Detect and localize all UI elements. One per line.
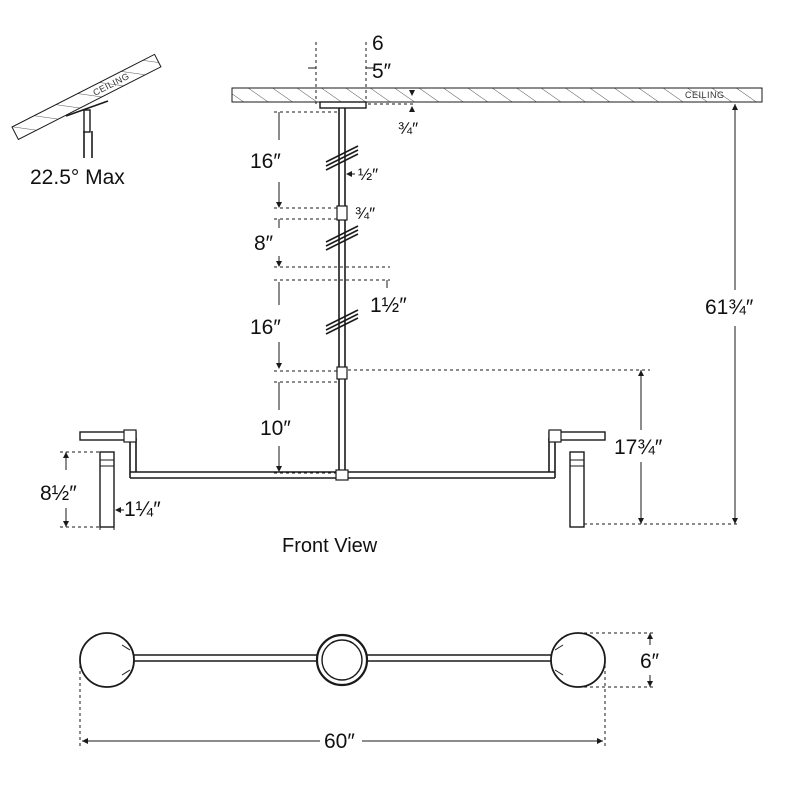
body-height-label: 17¾″: [614, 436, 663, 459]
left-shade: [99, 451, 115, 528]
top-view: [79, 632, 606, 688]
sloped-canopy: [65, 100, 109, 117]
stem-1-label: 16″: [250, 150, 281, 173]
canopy-plate: [319, 101, 367, 109]
overall-width-dimension: 60″: [79, 665, 606, 753]
sloped-ceiling-inset: CEILING 22.5° Max: [11, 53, 162, 189]
globe-diameter-label: 6″: [640, 650, 660, 673]
ceiling-surface: [231, 87, 763, 103]
coupler-1-label: ¾″: [355, 204, 375, 223]
stem-diameter-label: ½″: [358, 165, 378, 184]
stem-coupler-1: [336, 205, 348, 221]
overall-height-dimension: 61¾″: [705, 101, 760, 524]
overall-height-label: 61¾″: [705, 296, 754, 319]
front-view-label: Front View: [282, 535, 378, 557]
overall-width-label: 60″: [324, 730, 355, 753]
slope-max-label: 22.5° Max: [30, 166, 125, 189]
right-globe: [550, 632, 606, 688]
canopy-partial-label: 6: [372, 32, 384, 55]
left-globe: [79, 632, 135, 688]
canopy-depth-label: ¾″: [398, 119, 418, 138]
stem-coupler-2: [336, 366, 348, 380]
stem-dimensions: 16″ ½″ ¾″ 8″ 1½″ 16″ 10″: [250, 111, 407, 474]
center-globe-inner: [321, 639, 363, 681]
stem-3-label: 16″: [250, 316, 281, 339]
globe-diameter-dimension: 6″: [578, 632, 660, 688]
stem-assembly: [319, 101, 367, 474]
arm-width-label: 1¼″: [124, 498, 161, 521]
canopy-dimension: 6 5″ ¾″: [308, 32, 418, 138]
ceiling: CEILING: [231, 87, 763, 103]
stem-4-label: 10″: [260, 417, 291, 440]
arm-dimensions: 8½″ 1¼″: [40, 451, 161, 530]
canopy-width-label: 5″: [372, 60, 392, 83]
break-marks: [325, 145, 359, 335]
ceiling-label: CEILING: [685, 90, 725, 100]
front-view-body: [79, 429, 606, 528]
body-height-dimension: 17¾″: [348, 369, 740, 525]
stem-2-label: 8″: [254, 232, 274, 255]
center-hub: [335, 469, 349, 481]
arm-height-label: 8½″: [40, 482, 77, 505]
swivel-joint: [83, 109, 91, 133]
coupler-2-label: 1½″: [370, 294, 407, 317]
right-shade: [569, 451, 585, 528]
sloped-ceiling-surface: [11, 53, 162, 141]
